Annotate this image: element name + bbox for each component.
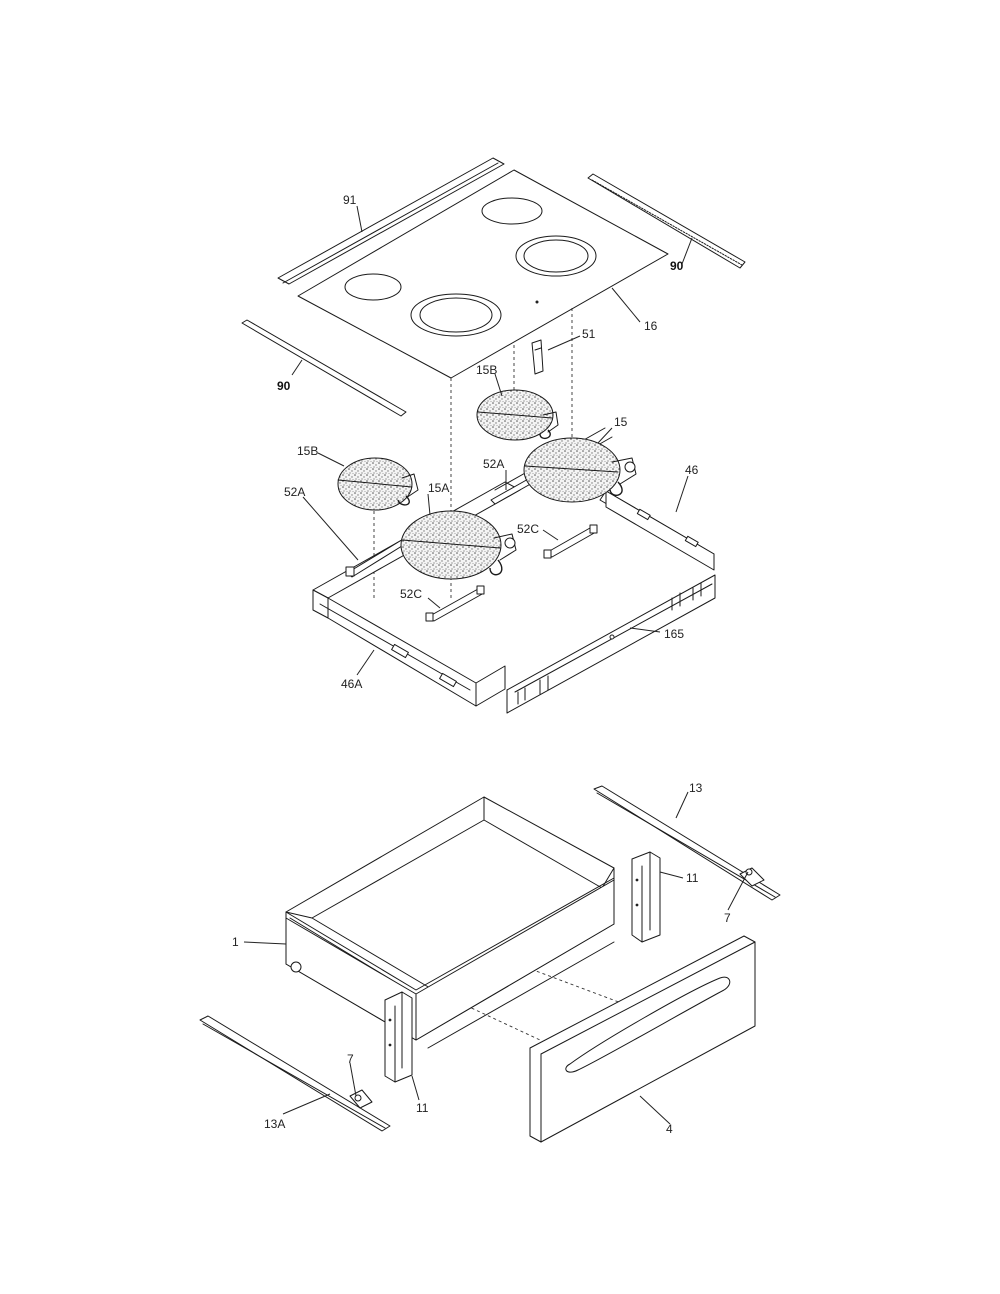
callout-90-right: 90 (670, 259, 684, 273)
radiant-element-15B-lower (337, 457, 419, 511)
slide-bracket-11-right (631, 851, 661, 943)
bracket-52C-left (425, 585, 485, 622)
callout-46A: 46A (341, 677, 362, 691)
callout-52A-left: 52A (284, 485, 305, 499)
callout-15: 15 (614, 415, 628, 429)
callout-46: 46 (685, 463, 699, 477)
callout-15B-lower: 15B (297, 444, 318, 458)
callout-51: 51 (582, 327, 596, 341)
callout-90-left: 90 (277, 379, 291, 393)
alignment-lines-top (373, 308, 573, 600)
drawer-slide-13A (199, 1015, 391, 1132)
radiant-element-15 (523, 437, 637, 503)
callout-91: 91 (343, 193, 357, 207)
callout-leaders (243, 205, 749, 1125)
bracket-52C-right (543, 524, 598, 559)
callout-1: 1 (232, 935, 239, 949)
callout-52C-right: 52C (517, 522, 539, 536)
callout-13: 13 (689, 781, 703, 795)
drawer-slide-13 (593, 785, 781, 901)
callout-7-right: 7 (724, 911, 731, 925)
callout-11-right: 11 (686, 871, 699, 885)
drawer-box-1 (285, 796, 615, 1049)
trim-90-right (587, 173, 746, 269)
radiant-element-15A (400, 510, 517, 580)
radiant-element-15B-upper (476, 389, 559, 441)
trim-91 (277, 157, 505, 285)
callout-16: 16 (644, 319, 658, 333)
callout-7-left: 7 (347, 1052, 354, 1066)
callout-15B-upper: 15B (476, 363, 497, 377)
trim-90-left (241, 319, 407, 417)
callout-13A: 13A (264, 1117, 285, 1131)
callout-52C-left: 52C (400, 587, 422, 601)
switch-51 (531, 339, 544, 375)
callout-11-left: 11 (416, 1101, 429, 1115)
slide-bracket-11-left (384, 991, 413, 1083)
drawer-front-4 (529, 935, 756, 1143)
callout-52A-mid: 52A (483, 457, 504, 471)
callout-165: 165 (664, 627, 684, 641)
callout-15A: 15A (428, 481, 449, 495)
cooktop-glass-16 (297, 169, 669, 379)
callout-4: 4 (666, 1122, 673, 1136)
